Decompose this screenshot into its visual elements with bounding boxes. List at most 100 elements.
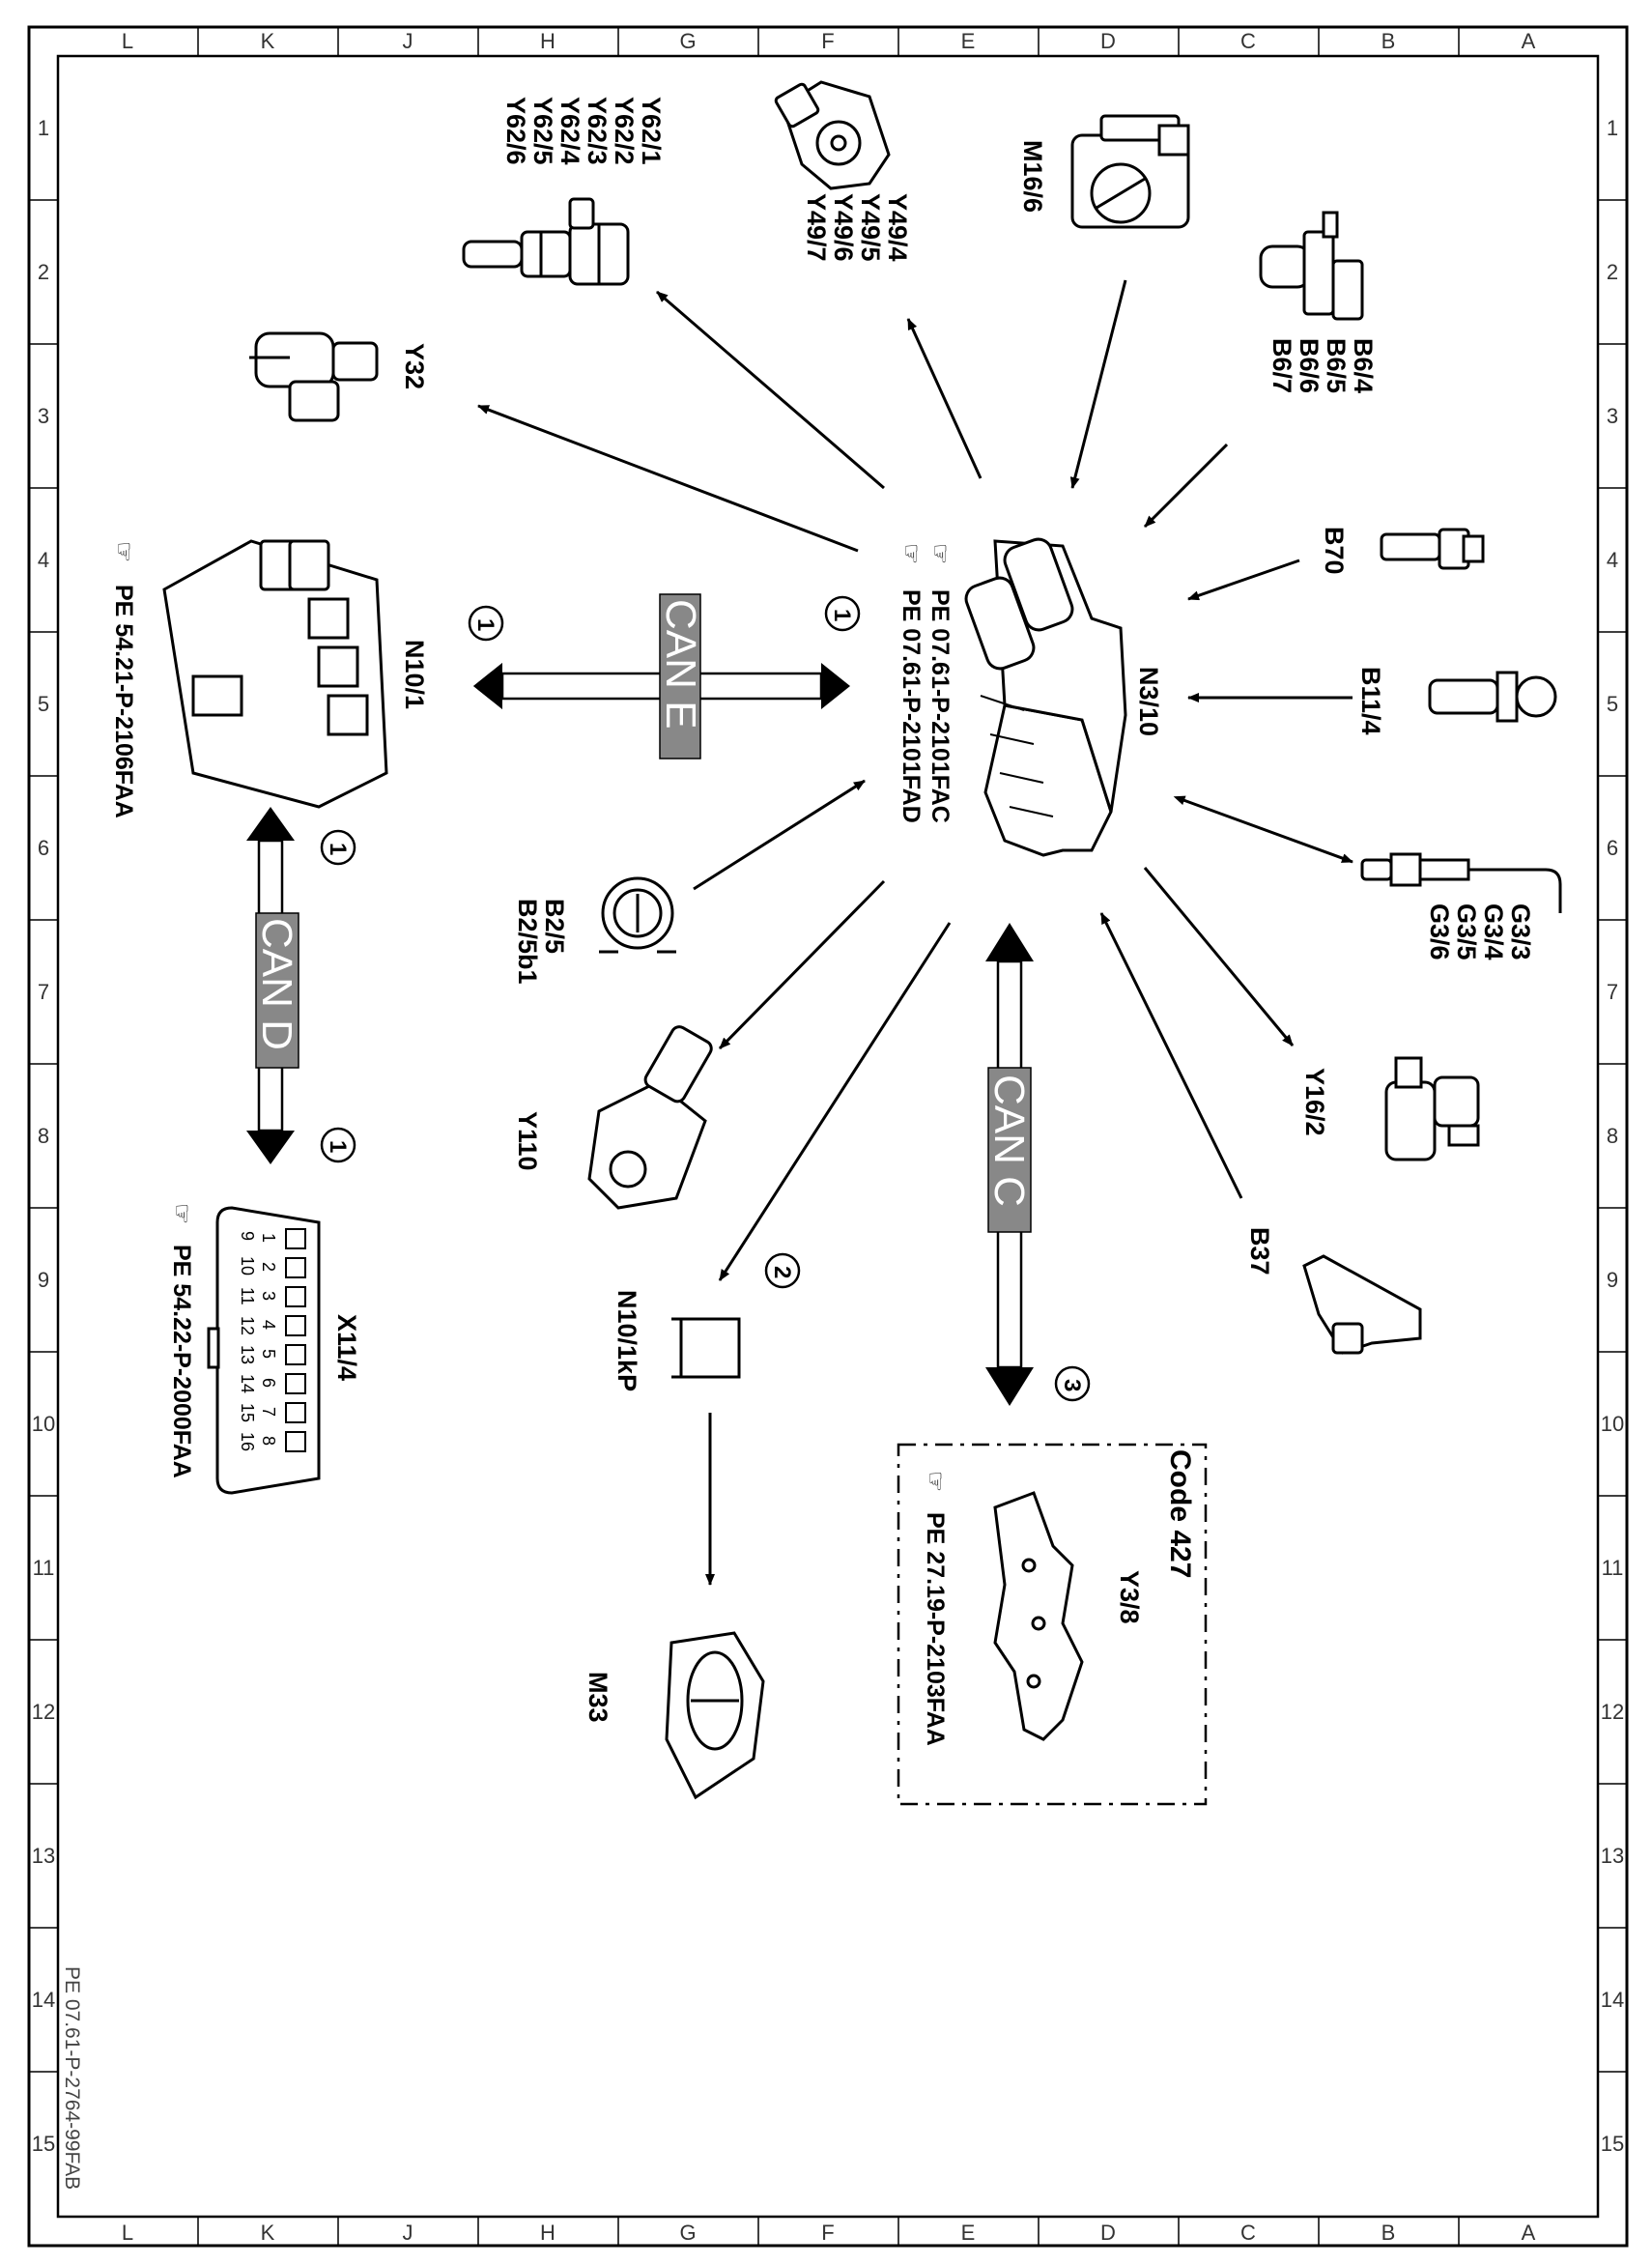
hand-pointer-icon: ☞ [926,543,954,564]
inner-frame [56,54,1600,2219]
hand-pointer-icon: ☞ [168,1203,195,1224]
hfm-sensor-icon [599,876,676,954]
arrow-to-cam-solenoids [906,318,983,479]
diagnostic-pins-top [285,1228,306,1452]
arrow-from-throttle [1069,279,1127,489]
ecu-ref-2: PE 07.61-P-2101FAD [897,589,925,823]
callout-3: 3 [1059,1379,1085,1391]
col-label-bottom: B [1381,2221,1396,2245]
col-label-bottom: C [1240,2221,1256,2245]
b2-5b1-label: B2/5b1 [513,899,542,985]
row-label-left: 1 [38,116,49,140]
arrow-to-n10-1kp [718,922,952,1281]
b2-5-label: B2/5 [540,899,569,954]
b11-4-label: B11/4 [1356,667,1385,735]
can-e-label: CAN E [657,599,704,729]
can-d-label: CAN D [253,918,300,1050]
n10-1-ref: PE 54.21-P-2106FAA [110,585,137,818]
ecu-n3-10 [964,537,1127,857]
col-label-top: B [1381,29,1396,53]
y32-label: Y32 [400,343,429,389]
pin-number: 3 [259,1291,278,1301]
o2-sensor-label: G3/6 [1425,903,1454,960]
oxygen-sensor-icon [1360,852,1562,913]
injector-label: Y62/1 [637,97,666,165]
pin-number: 11 [238,1287,257,1305]
col-label-top: G [679,29,696,53]
hand-pointer-icon: ☞ [897,543,925,564]
outer-frame [27,25,1629,2248]
row-label-left: 11 [33,1556,55,1580]
col-label-bottom: D [1100,2221,1116,2245]
col-label-top: E [961,29,976,53]
injector-label: Y62/2 [610,97,639,165]
hand-pointer-icon: ☞ [922,1471,949,1492]
sam-module-icon [162,539,388,809]
grid-columns-bottom: L K J H G F E D C B A [122,2217,1536,2246]
n10-1kp-label: N10/1kP [612,1290,641,1391]
injector-label: Y62/5 [528,97,557,165]
row-label-left: 13 [32,1844,55,1868]
row-label-left: 10 [32,1412,55,1436]
row-label-right: 2 [1607,260,1618,284]
thermostat-icon [587,1025,713,1210]
crank-sensor-icon [1380,528,1485,570]
pin-number: 13 [238,1345,257,1364]
col-label-top: L [122,29,133,53]
row-label-right: 8 [1607,1124,1618,1148]
row-label-right: 4 [1607,548,1618,572]
row-label-left: 14 [32,1988,55,2012]
arrow-from-b70 [1187,559,1300,601]
pin-number: 5 [259,1349,278,1359]
pin-number: 15 [238,1403,257,1422]
col-label-bottom: L [122,2221,133,2245]
o2-sensor-label: G3/5 [1452,903,1481,960]
col-label-top: C [1240,29,1256,53]
col-label-bottom: G [679,2221,696,2245]
row-label-right: 14 [1601,1988,1624,2012]
col-label-top: F [821,29,834,53]
arrow-to-y110 [718,879,886,1050]
pin-number: 12 [238,1316,257,1335]
col-label-bottom: E [961,2221,976,2245]
x11-4-label: X11/4 [332,1314,361,1381]
row-label-right: 15 [1601,2132,1624,2156]
col-label-bottom: F [821,2221,834,2245]
row-label-left: 15 [32,2132,55,2156]
diagnostic-pin-numbers: 1 2 3 4 5 6 7 8 9 10 11 12 13 14 15 16 [238,1231,278,1451]
col-label-top: H [540,29,555,53]
cam-sensor-label: B6/6 [1295,338,1324,393]
y16-2-label: Y16/2 [1300,1068,1329,1136]
ecu-refs: PE 07.61-P-2101FAC PE 07.61-P-2101FAD ☞ … [897,543,954,823]
y3-8-label: Y3/8 [1115,1570,1144,1624]
row-label-left: 6 [38,836,49,860]
grid-rows-right: 1 2 3 4 5 6 7 8 9 10 11 12 13 14 15 [1598,116,1627,2156]
ecu-ref-1: PE 07.61-P-2101FAC [926,589,954,823]
row-label-left: 7 [38,980,49,1004]
row-label-right: 1 [1607,116,1618,140]
callout-1: 1 [325,843,351,855]
valve-y32-icon [249,331,379,422]
row-label-left: 2 [38,260,49,284]
arrow-from-cam-sensors [1143,443,1229,529]
arrow-to-injectors [656,290,885,490]
injector-label: Y62/3 [583,97,612,165]
cam-sensor-label: B6/5 [1322,338,1351,393]
callout-2: 2 [769,1266,795,1278]
col-label-bottom: J [403,2221,413,2245]
b37-label: B37 [1245,1227,1274,1275]
pedal-sensor-icon [1302,1254,1422,1355]
cam-solenoid-icon [774,80,891,190]
pump-icon [665,1631,765,1800]
y110-label: Y110 [513,1111,542,1171]
can-d-bus: CAN D [246,807,300,1164]
code-427-label: Code 427 [1164,1449,1196,1578]
cam-sensor-label: B6/7 [1267,338,1296,393]
col-label-bottom: A [1522,2221,1536,2245]
hand-pointer-icon: ☞ [110,541,137,562]
b70-label: B70 [1320,527,1349,575]
cam-solenoid-label: Y49/7 [802,193,831,262]
col-label-top: K [261,29,275,53]
pin-number: 2 [259,1262,278,1272]
grid-rows-left: 1 2 3 4 5 6 7 8 9 10 11 12 13 14 15 [29,116,58,2156]
